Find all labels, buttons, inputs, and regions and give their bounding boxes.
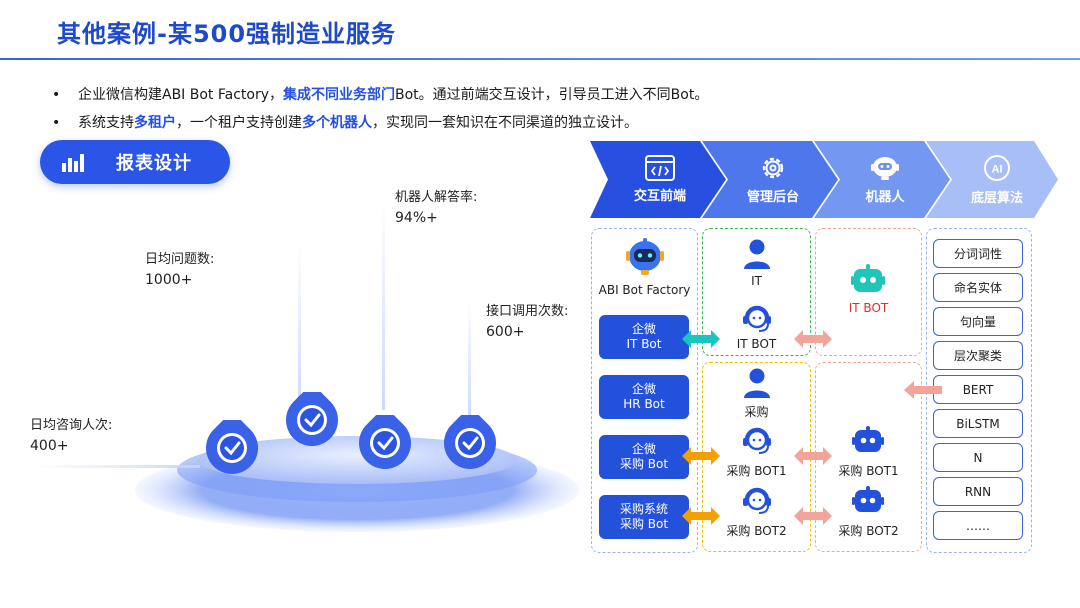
title-divider — [0, 58, 1080, 60]
bullet-highlight: 多个机器人 — [302, 115, 372, 131]
stat-value: 94%+ — [395, 210, 438, 226]
robot-icon — [851, 264, 885, 294]
svg-text:AI: AI — [992, 164, 1003, 176]
button-line: 企微 — [599, 442, 689, 457]
algorithm-item[interactable]: 命名实体 — [933, 273, 1023, 302]
bullet-highlight: 集成不同业务部门 — [283, 87, 395, 103]
stat-label: 机器人解答率: — [395, 186, 477, 205]
button-line: 采购 Bot — [599, 517, 689, 532]
user-icon — [743, 238, 771, 270]
ai-icon: AI — [982, 153, 1012, 183]
bot-factory-robot-icon — [624, 237, 666, 277]
stat-value: 1000+ — [145, 272, 192, 288]
frontend-hr-bot-button[interactable]: 企微 HR Bot — [599, 375, 689, 419]
algorithm-item[interactable]: BERT — [933, 375, 1023, 404]
algorithm-item[interactable]: RNN — [933, 477, 1023, 506]
check-icon — [284, 392, 340, 448]
button-line: 采购 Bot — [599, 457, 689, 472]
double-arrow-teal — [682, 329, 720, 349]
double-arrow-pink — [794, 446, 832, 466]
algorithm-item[interactable]: BiLSTM — [933, 409, 1023, 438]
bullet-highlight: 多租户 — [134, 115, 176, 131]
admin-it-label: IT — [702, 274, 811, 288]
check-icon — [204, 420, 260, 476]
algorithm-item[interactable]: 分词词性 — [933, 239, 1023, 268]
button-line: IT Bot — [599, 337, 689, 352]
bullet-text: ，一个租户支持创建 — [176, 115, 302, 131]
double-arrow-orange — [682, 506, 720, 526]
algorithm-item[interactable]: N — [933, 443, 1023, 472]
check-icon — [357, 415, 413, 471]
page-title: 其他案例-某500强制造业服务 — [57, 14, 396, 49]
admin-purchase-label: 采购 — [702, 403, 811, 420]
frontend-purchase-bot-button[interactable]: 企微 采购 Bot — [599, 435, 689, 479]
code-window-icon — [645, 155, 675, 181]
double-arrow-pink — [794, 506, 832, 526]
bullet-text: 系统支持 — [78, 115, 134, 131]
bullet-text: 企业微信构建ABI Bot Factory， — [78, 87, 283, 103]
column-label: 底层算法 — [971, 187, 1023, 206]
stat-label: 日均问题数: — [145, 248, 214, 267]
platform-illustration — [20, 180, 590, 560]
bullet-text: Bot。通过前端交互设计，引导员工进入不同Bot。 — [395, 87, 708, 103]
frontend-purchase-system-button[interactable]: 采购系统 采购 Bot — [599, 495, 689, 539]
bar-chart-icon — [62, 152, 86, 172]
bullet-dot: • — [52, 115, 78, 131]
stat-label: 接口调用次数: — [486, 300, 568, 319]
column-label: 管理后台 — [747, 186, 799, 205]
double-arrow-pink — [794, 329, 832, 349]
button-line: 采购系统 — [599, 502, 689, 517]
algorithm-item[interactable]: …… — [933, 511, 1023, 540]
column-label: 机器人 — [865, 186, 904, 205]
button-line: HR Bot — [599, 397, 689, 412]
chevron-admin: 管理后台 — [718, 141, 828, 218]
robot-icon — [869, 154, 901, 182]
robot-it-bot-label: IT BOT — [815, 301, 922, 315]
bullet-dot: • — [52, 87, 78, 103]
check-badge — [284, 392, 340, 452]
algorithm-item[interactable]: 层次聚类 — [933, 341, 1023, 370]
check-badge — [442, 415, 498, 475]
robot-icon — [852, 426, 884, 454]
bullet-2: •系统支持多租户，一个租户支持创建多个机器人，实现同一套知识在不同渠道的独立设计… — [52, 112, 638, 132]
button-line: 企微 — [599, 382, 689, 397]
bullet-text: ，实现同一套知识在不同渠道的独立设计。 — [372, 115, 638, 131]
column-label: 交互前端 — [634, 185, 686, 204]
robot-icon — [852, 486, 884, 514]
chevron-robot: 机器人 — [830, 141, 940, 218]
stat-value: 400+ — [30, 438, 68, 454]
bot-factory-label: ABI Bot Factory — [591, 283, 698, 297]
stat-label: 日均咨询人次: — [30, 414, 112, 433]
headset-agent-icon — [740, 303, 774, 335]
check-badge — [357, 415, 413, 475]
gear-icon — [759, 154, 787, 182]
stat-value: 600+ — [486, 324, 524, 340]
double-arrow-orange — [682, 446, 720, 466]
chevron-algorithm: AI 底层算法 — [942, 141, 1052, 218]
check-icon — [442, 415, 498, 471]
frontend-it-bot-button[interactable]: 企微 IT Bot — [599, 315, 689, 359]
algorithm-item[interactable]: 句向量 — [933, 307, 1023, 336]
left-arrow-pink — [904, 380, 942, 400]
headset-agent-icon — [740, 425, 774, 457]
report-design-pill: 报表设计 — [40, 140, 230, 184]
report-label: 报表设计 — [116, 149, 192, 175]
chevron-frontend: 交互前端 — [605, 141, 715, 218]
headset-agent-icon — [740, 485, 774, 517]
bullet-1: •企业微信构建ABI Bot Factory，集成不同业务部门Bot。通过前端交… — [52, 84, 708, 104]
user-icon — [743, 367, 771, 399]
button-line: 企微 — [599, 322, 689, 337]
check-badge — [204, 420, 260, 480]
